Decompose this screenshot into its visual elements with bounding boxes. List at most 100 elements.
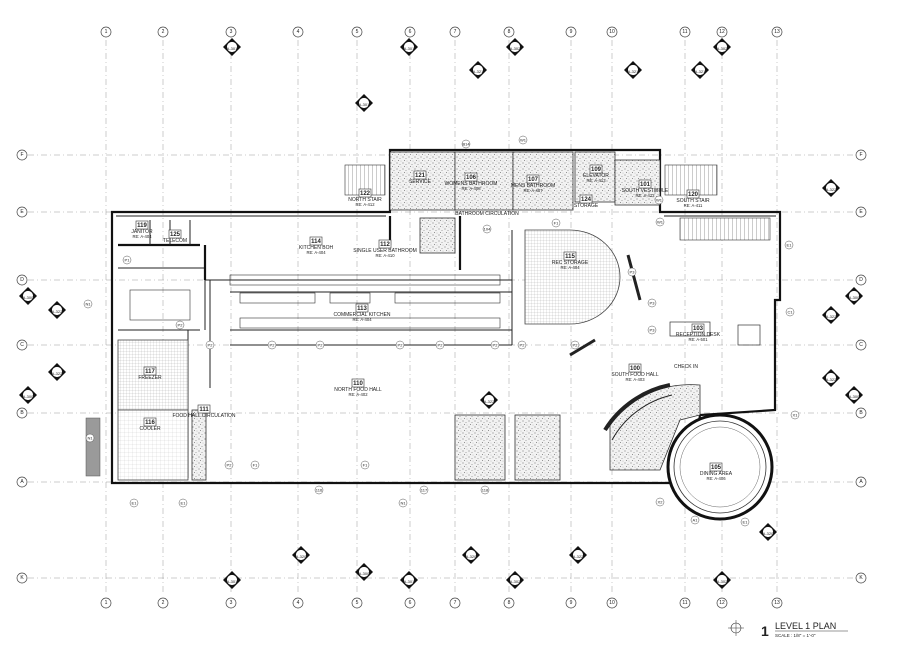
room-number: 112 <box>380 242 390 248</box>
section-mark: A-302 <box>713 571 731 589</box>
element-tag: P2 <box>175 320 185 330</box>
section-ref: A-320 <box>763 531 774 536</box>
section-mark: A-301 <box>400 571 418 589</box>
tag-label: P1 <box>125 258 131 263</box>
room-ref: RE: A-411 <box>684 203 703 208</box>
grid-bubble-col-1: 1 <box>100 26 112 38</box>
tag-label: P3 <box>630 270 636 275</box>
section-mark: A-302 <box>506 38 524 56</box>
element-tag: N1 <box>83 299 93 309</box>
section-ref: A-301 <box>404 46 415 51</box>
section-ref: A-300 <box>23 394 34 399</box>
section-mark: A-320 <box>292 546 310 564</box>
room-ref: RE: A-403 <box>625 377 645 382</box>
tag-label: F1 <box>253 463 258 468</box>
room-ref: RE: A-412 <box>355 202 375 207</box>
grid-bubble-row-F: F <box>855 149 867 161</box>
grid-label: A <box>859 479 863 485</box>
grid-bubble-col-5: 5 <box>351 597 363 609</box>
room-ref: RE: A-404 <box>132 234 152 239</box>
grid-label: 1 <box>105 600 108 606</box>
section-ref: A-322 <box>52 309 63 314</box>
section-mark: A-300 <box>19 287 37 305</box>
element-tag: P2 <box>224 460 234 470</box>
section-ref: A-302 <box>717 46 728 51</box>
room-ref: RE: A-413 <box>586 178 606 183</box>
tag-label: E1 <box>132 501 138 506</box>
rec-storage <box>524 229 621 325</box>
grid-bubble-col-7: 7 <box>449 597 461 609</box>
title-text: LEVEL 1 PLAN <box>775 621 836 631</box>
element-tag: P2 <box>395 340 405 350</box>
grid-label: D <box>20 277 24 283</box>
tag-label: P2 <box>520 343 526 348</box>
grid-label: 3 <box>230 29 233 35</box>
tag-label: P2 <box>398 343 404 348</box>
tag-label: C1 <box>787 310 793 315</box>
tag-label: X1 <box>793 413 799 418</box>
tag-label: 117 <box>421 488 428 493</box>
grid-label: B <box>20 410 24 416</box>
tag-label: P2 <box>438 343 444 348</box>
section-mark: A-300 <box>845 287 863 305</box>
grid-label: F <box>20 152 23 158</box>
cooler-condenser <box>85 417 101 477</box>
room-number: 116 <box>145 420 155 426</box>
grid-bubble-row-D: D <box>855 274 867 286</box>
room-number: 114 <box>311 239 321 245</box>
tag-label: N1 <box>400 501 406 506</box>
grid-bubble-row-C: C <box>16 339 28 351</box>
element-tag: W1 <box>654 195 664 205</box>
room-ref: RE: A-410 <box>375 253 395 258</box>
element-tag: C1 <box>785 307 795 317</box>
grid-bubble-col-3: 3 <box>225 26 237 38</box>
tag-label: E1 <box>743 520 749 525</box>
room-name: NORTH STAIR <box>348 197 382 203</box>
grid-bubble-col-9: 9 <box>565 597 577 609</box>
room-name: TELECOM <box>163 238 187 244</box>
grid-bubble-col-1: 1 <box>100 597 112 609</box>
room-name: KITCHEN BOH <box>299 245 334 251</box>
section-ref: A-302 <box>510 46 521 51</box>
grid-bubble-col-3: 3 <box>225 597 237 609</box>
grid-label: 11 <box>682 29 687 35</box>
grid-label: E <box>859 209 863 215</box>
check-in-label: CHECK IN <box>674 364 698 370</box>
grid-bubble-row-B: B <box>855 407 867 419</box>
grid-bubble-col-12: 12 <box>716 26 728 38</box>
grid-bubble-row-B: B <box>16 407 28 419</box>
grid-label: 4 <box>297 600 300 606</box>
room-number: 100 <box>630 366 641 372</box>
element-tag: P3 <box>647 325 657 335</box>
room-name: JANITOR <box>131 229 153 235</box>
room-name: MENS BATHROOM <box>511 183 555 189</box>
tag-label: X2 <box>658 500 664 505</box>
room-name: COMMERCIAL KITCHEN <box>333 312 390 318</box>
room-name: FOOD HALL CIRCULATION <box>172 413 235 419</box>
grid-bubble-col-8: 8 <box>503 26 515 38</box>
grid-label: 5 <box>356 29 359 35</box>
section-ref: A-301 <box>404 579 415 584</box>
room-ref: RE: A-412 <box>635 193 655 198</box>
tag-label: P3 <box>650 328 656 333</box>
grid-label: 8 <box>508 600 511 606</box>
tag-label: N1 <box>87 436 93 441</box>
element-tag: 116 <box>314 485 324 495</box>
grid-bubble-row-C: C <box>855 339 867 351</box>
room-ref: RE: A-407 <box>523 188 543 193</box>
element-tag: N1 <box>85 433 95 443</box>
grid-label: K <box>859 575 863 581</box>
room-number: 117 <box>145 369 155 375</box>
section-mark: A-301 <box>223 38 241 56</box>
element-tag: E1 <box>178 498 188 508</box>
